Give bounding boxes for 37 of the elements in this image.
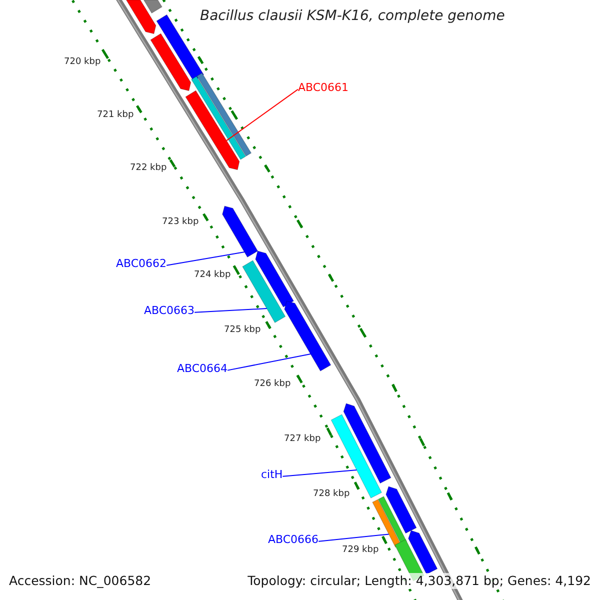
gene-feature xyxy=(284,300,332,372)
gene-feature xyxy=(126,0,156,34)
scale-label: 726 kbp xyxy=(254,379,291,390)
scale-label: 725 kbp xyxy=(224,325,261,336)
scale-label: 728 kbp xyxy=(313,489,350,500)
gene-feature xyxy=(190,76,246,160)
leader-line xyxy=(226,88,298,142)
gene-feature xyxy=(150,33,192,92)
gene-label: ABC0664 xyxy=(177,363,228,376)
scale-label: 722 kbp xyxy=(130,163,167,174)
leader-line xyxy=(282,470,358,477)
gene-feature xyxy=(196,72,252,157)
leader-line xyxy=(227,354,312,371)
leader-line xyxy=(318,534,390,542)
gene-feature xyxy=(242,260,286,324)
gene-feature xyxy=(330,414,382,498)
scale-label: 720 kbp xyxy=(64,57,101,68)
gene-label: ABC0663 xyxy=(144,305,195,318)
gene-feature xyxy=(222,206,258,258)
gene-label: citH xyxy=(261,469,283,482)
gene-feature xyxy=(143,0,162,14)
leader-line xyxy=(194,308,268,313)
gene-feature xyxy=(185,90,240,170)
gene-feature xyxy=(343,403,392,484)
scale-label: 729 kbp xyxy=(342,545,379,556)
gene-label: ABC0662 xyxy=(116,258,167,271)
scale-label: 724 kbp xyxy=(194,270,231,280)
scale-label: 727 kbp xyxy=(284,434,321,444)
scale-label: 723 kbp xyxy=(162,217,199,228)
gene-feature xyxy=(386,486,417,534)
gene-label: ABC0666 xyxy=(268,534,319,547)
gene-label: ABC0661 xyxy=(298,82,349,95)
gene-feature xyxy=(408,530,438,575)
gene-feature xyxy=(255,250,294,308)
scale-label: 721 kbp xyxy=(97,110,134,120)
leader-line xyxy=(166,252,245,266)
gene-feature xyxy=(378,496,407,545)
